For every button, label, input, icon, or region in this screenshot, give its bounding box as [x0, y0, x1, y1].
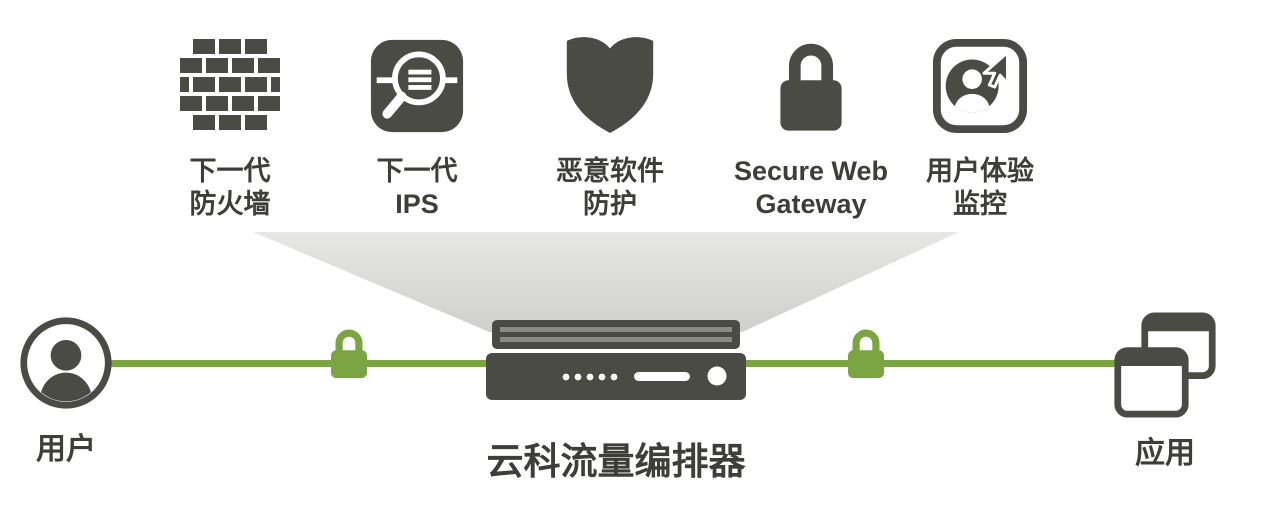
- service-next-gen-ips: 下一代 IPS: [307, 25, 527, 221]
- encryption-lock-left-icon: [331, 329, 367, 379]
- lock-icon: [701, 25, 921, 147]
- lock-glyph: [780, 43, 842, 131]
- service-label-uem: 用户体验 监控: [926, 156, 1034, 219]
- firewall-icon: [120, 25, 340, 147]
- service-label-swg: Secure Web Gateway: [733, 156, 889, 219]
- service-malware-protection: 恶意软件 防护: [500, 25, 720, 221]
- funnel-shape: [253, 232, 959, 332]
- appliance-label: 云科流量编排器: [486, 441, 746, 482]
- service-label-ngfw: 下一代 防火墙: [189, 156, 271, 219]
- firewall-bricks: [180, 39, 280, 130]
- service-secure-web-gateway: Secure Web Gateway: [701, 25, 921, 221]
- user-cursor-glyph: [932, 38, 1028, 134]
- ips-magnifier-icon: [307, 25, 527, 147]
- service-next-gen-firewall: 下一代 防火墙: [120, 25, 340, 221]
- user-icon: [20, 317, 112, 409]
- encryption-lock-right-icon: [848, 329, 884, 379]
- service-user-experience-monitoring: 用户体验 监控: [870, 25, 1090, 221]
- service-label-ips: 下一代 IPS: [376, 156, 458, 219]
- apps-label: 应用: [1135, 437, 1195, 470]
- user-label: 用户: [36, 433, 96, 466]
- applications-icon: [1114, 312, 1216, 418]
- user-cursor-icon: [870, 25, 1090, 147]
- ips-magnifier-glyph: [370, 39, 464, 133]
- shield-glyph: [566, 37, 654, 134]
- service-label-swg-shield: 恶意软件 防护: [556, 156, 664, 219]
- shield-icon: [500, 25, 720, 147]
- orchestrator-appliance: [486, 320, 746, 400]
